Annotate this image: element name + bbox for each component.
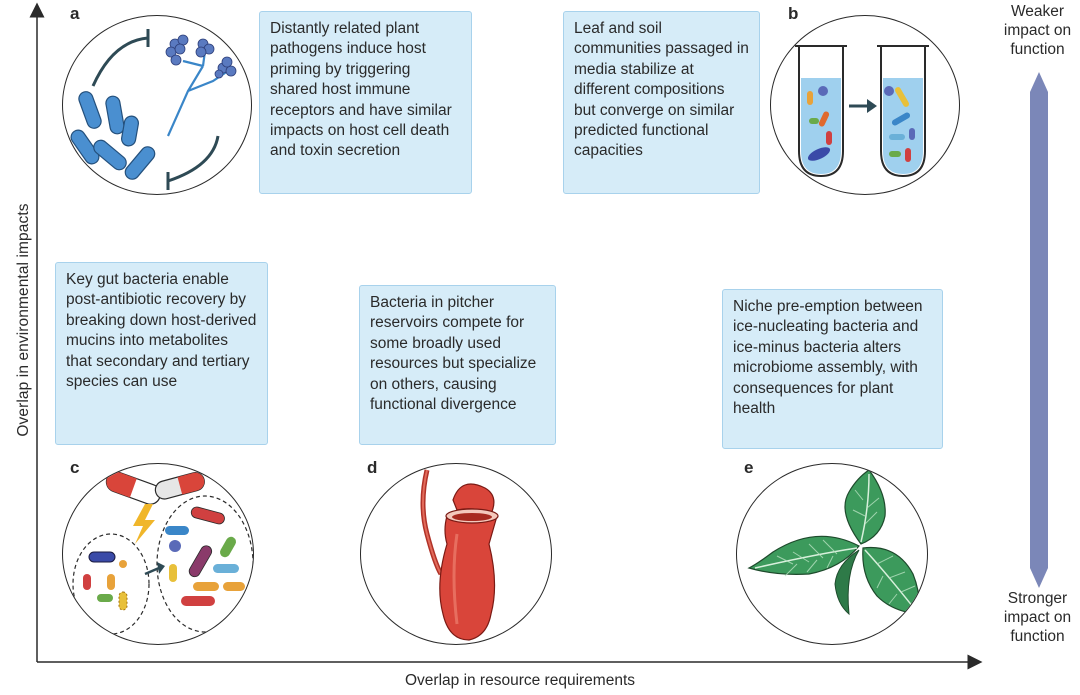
panel-b-caption: Leaf and soil communities passaged in me…	[563, 11, 760, 194]
panel-b-illustration	[770, 15, 960, 195]
panel-d-illustration	[360, 463, 552, 645]
panel-d-letter: d	[367, 458, 378, 477]
panel-a-letter: a	[70, 4, 80, 23]
panel-c-caption: Key gut bacteria enable post-antibiotic …	[55, 262, 268, 445]
stronger-impact-label: Stronger impact on function	[1003, 590, 1072, 645]
panel-b-letter: b	[788, 4, 799, 23]
weaker-impact-label: Weaker impact on function	[1003, 3, 1072, 58]
panel-e-caption: Niche pre-emption between ice-nucleating…	[722, 289, 943, 449]
panel-c-illustration	[62, 463, 254, 645]
panel-e-letter: e	[744, 458, 754, 477]
panel-a-caption: Distantly related plant pathogens induce…	[259, 11, 472, 194]
y-axis-label: Overlap in environmental impacts	[15, 203, 32, 437]
panel-e-illustration	[736, 463, 928, 645]
impact-scale-bar	[1030, 72, 1048, 588]
panel-a-illustration	[62, 15, 252, 195]
panel-d-caption: Bacteria in pitcher reservoirs compete f…	[359, 285, 556, 445]
panel-c-letter: c	[70, 458, 80, 477]
x-axis-label: Overlap in resource requirements	[404, 672, 636, 689]
